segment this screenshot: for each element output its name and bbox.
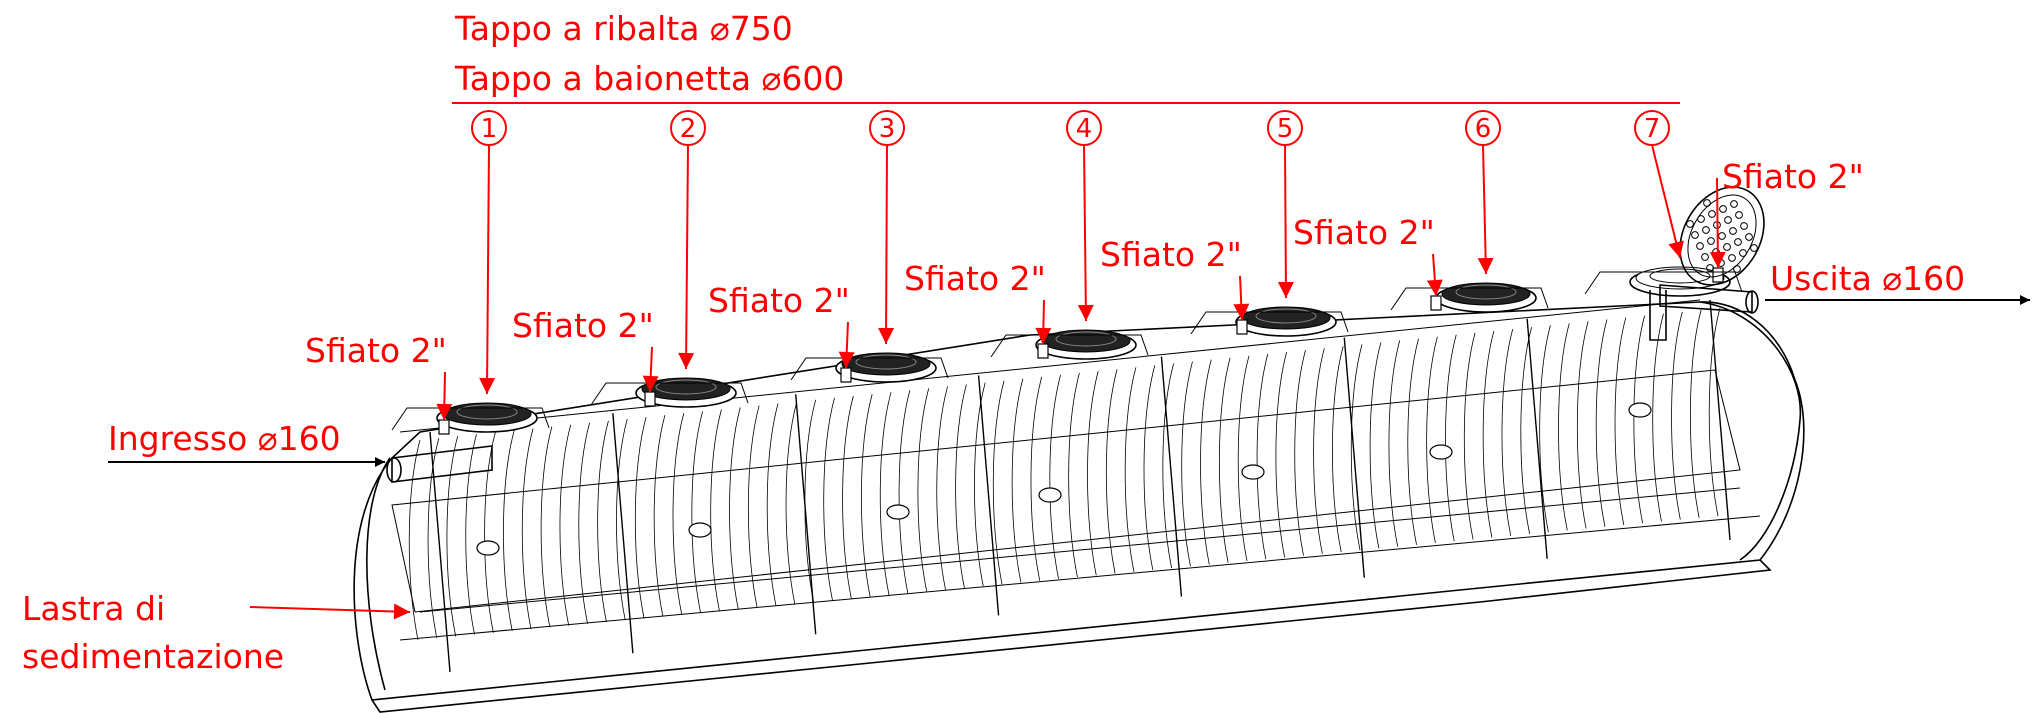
chamber-number: 6 <box>1475 114 1492 144</box>
plate-hole <box>1429 444 1453 460</box>
manhole-cover <box>1190 306 1349 337</box>
plate-hole <box>1038 487 1062 503</box>
manhole-cover <box>590 377 749 408</box>
vent-leader <box>1426 253 1443 297</box>
vent-leader <box>436 371 453 421</box>
cover-leader <box>678 144 695 370</box>
inlet-pipe <box>386 445 493 483</box>
vent-label: Sfiato 2" <box>305 331 447 370</box>
vent-label: Sfiato 2" <box>1293 213 1435 252</box>
plate-hole <box>476 540 500 556</box>
tank-outline <box>353 301 1805 701</box>
header-line-2: Tappo a baionetta ⌀600 <box>454 59 844 98</box>
tank-left-end <box>366 457 391 691</box>
chamber-number: 7 <box>1644 114 1661 144</box>
manhole-cover <box>391 402 550 435</box>
vent-label: Sfiato 2" <box>512 306 654 345</box>
tank-top-ridge <box>399 299 1701 433</box>
plate-hole <box>688 522 712 538</box>
vent-label: Sfiato 2" <box>708 281 850 320</box>
chamber-number: 5 <box>1277 114 1294 144</box>
cover-leader <box>878 144 895 345</box>
vent-leader <box>1035 299 1052 345</box>
plate-label-line-1: Lastra di <box>22 589 165 628</box>
outlet-label: Uscita ⌀160 <box>1770 259 1965 298</box>
vent-label: Sfiato 2" <box>1722 157 1864 196</box>
cover-leader <box>1651 144 1684 259</box>
cover-leader <box>1077 144 1094 322</box>
tank-base <box>371 559 1772 713</box>
tank-body <box>353 186 1805 713</box>
manhole-cover <box>790 352 949 383</box>
tank-lower-line <box>419 487 1741 613</box>
chamber-number: 3 <box>879 114 896 144</box>
annotations: Tappo a ribalta ⌀750 Tappo a baionetta ⌀… <box>22 9 2030 676</box>
sedimentation-plate <box>391 369 1741 613</box>
manhole-cover <box>1584 266 1743 297</box>
vent-leader <box>642 346 659 393</box>
header-line-1: Tappo a ribalta ⌀750 <box>454 9 793 48</box>
outlet-pipe <box>1649 284 1759 341</box>
tank-right-end <box>1699 301 1802 561</box>
hinged-lid <box>1679 186 1765 286</box>
chamber-number: 2 <box>680 114 697 144</box>
plate-label-line-2: sedimentazione <box>22 637 284 676</box>
manhole-cover <box>990 329 1149 360</box>
manhole-cover <box>1390 282 1549 313</box>
vent-leader <box>1709 177 1726 269</box>
plate-hole <box>886 504 910 520</box>
plate-hole <box>1241 464 1265 480</box>
vent-label: Sfiato 2" <box>1100 235 1242 274</box>
cover-leader <box>479 144 496 395</box>
vent-leader <box>838 321 855 369</box>
cover-leader <box>1477 144 1494 275</box>
vent-label: Sfiato 2" <box>904 259 1046 298</box>
plate-arrow <box>249 603 411 620</box>
chamber-number: 4 <box>1076 114 1093 144</box>
cover-leader <box>1277 144 1294 299</box>
chamber-number: 1 <box>481 114 498 144</box>
inlet-label: Ingresso ⌀160 <box>108 419 341 458</box>
vent-leader <box>1233 275 1250 321</box>
plate-hole <box>1628 402 1652 418</box>
